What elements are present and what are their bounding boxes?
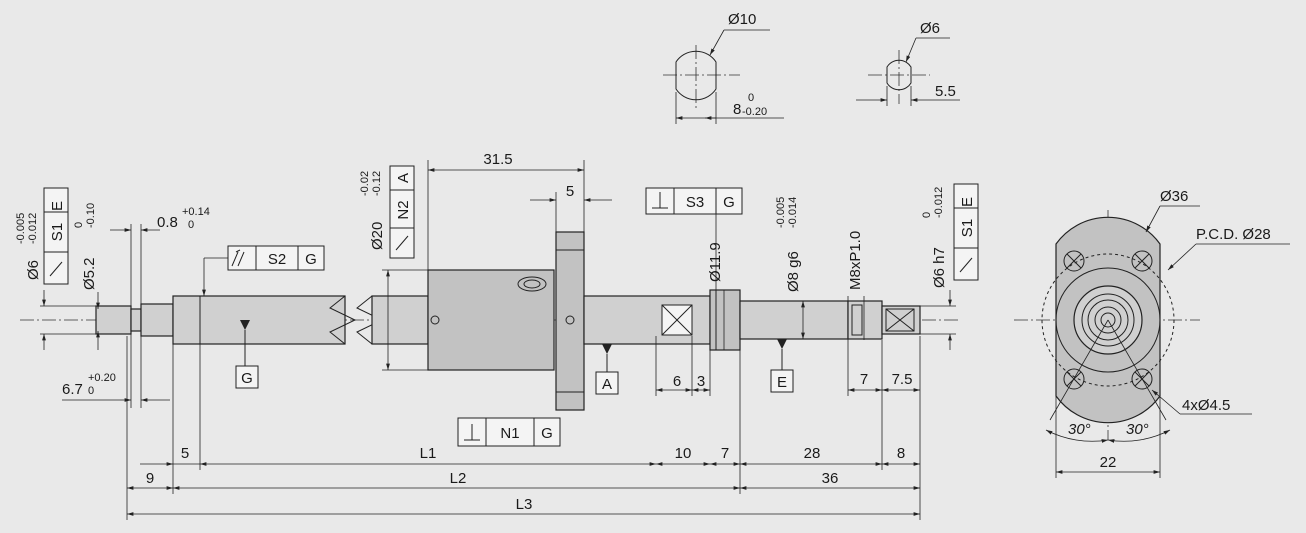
- w8-lower: -0.20: [742, 106, 767, 118]
- groove-label: 0.8: [157, 214, 178, 231]
- groove-lower: 0: [188, 219, 194, 231]
- len6-label: 6: [673, 373, 681, 390]
- w8-label: 8: [733, 101, 741, 118]
- d10-label: Ø10: [728, 11, 756, 28]
- dim-5: 5: [181, 445, 189, 462]
- d119-label: Ø11.9: [707, 242, 724, 282]
- dim-28: 28: [804, 445, 821, 462]
- right-d6-lower: -0.012: [933, 187, 945, 218]
- n1-label: N1: [500, 425, 519, 442]
- w55-label: 5.5: [935, 83, 956, 100]
- right-d6-label: Ø6 h7: [931, 247, 948, 288]
- nut-d20-lower: -0.12: [371, 171, 383, 196]
- angle-right: 30°: [1126, 421, 1149, 438]
- left-d6-lower: -0.012: [27, 213, 39, 244]
- len67-upper: +0.20: [88, 372, 116, 384]
- datum-e: E: [770, 339, 794, 393]
- flange-width: 22: [1100, 454, 1117, 471]
- flange-end-view: Ø36 P.C.D. Ø28 4xØ4.5 30° 30° 22: [1014, 188, 1290, 478]
- thread-label: M8xP1.0: [847, 231, 864, 290]
- s3-tolerance-frame: S3 G: [645, 187, 743, 290]
- w8-upper: 0: [748, 92, 754, 104]
- datum-e-label: E: [777, 374, 787, 391]
- n1-tolerance-frame: N1 G: [457, 417, 561, 447]
- nut-tol-a: A: [395, 173, 412, 183]
- flange-d36: Ø36: [1160, 188, 1188, 205]
- mounting-hole: [1063, 250, 1085, 272]
- datum-a: A: [595, 344, 619, 395]
- len67-label: 6.7: [62, 381, 83, 398]
- left-tol-e: E: [49, 201, 66, 211]
- len75-label: 7.5: [892, 371, 913, 388]
- end-view-d6: Ø6 5.5: [856, 20, 960, 106]
- dim-9: 9: [146, 470, 154, 487]
- datum-g: G: [235, 320, 259, 389]
- s3-label: S3: [686, 194, 704, 211]
- nut-d20-label: Ø20: [369, 222, 386, 250]
- flange-5: 5: [566, 183, 574, 200]
- d6-top-label: Ø6: [920, 20, 940, 37]
- nut-tol-n2: N2: [395, 200, 412, 219]
- dim-36: 36: [822, 470, 839, 487]
- left-d6-label: Ø6: [25, 260, 42, 280]
- len7-label: 7: [860, 371, 868, 388]
- n1-datum: G: [541, 425, 553, 442]
- dim-L3: L3: [516, 496, 533, 513]
- datum-a-label: A: [602, 376, 612, 393]
- s2-tolerance-frame: S2 G: [202, 245, 325, 296]
- flange-pcd: P.C.D. Ø28: [1196, 226, 1271, 243]
- d8g6-lower: -0.014: [787, 197, 799, 228]
- s2-label: S2: [268, 251, 286, 268]
- groove-upper: +0.14: [182, 206, 210, 218]
- mounting-hole: [1131, 250, 1153, 272]
- len67-lower: 0: [88, 385, 94, 397]
- right-tol-e: E: [959, 197, 976, 207]
- left-d6-upper: -0.005: [15, 213, 27, 244]
- left-tol-s1: S1: [49, 223, 66, 241]
- s2-datum: G: [305, 251, 317, 268]
- flange-holes: 4xØ4.5: [1182, 397, 1230, 414]
- len3-label: 3: [697, 373, 705, 390]
- nut-tolerance-frame: A N2: [389, 165, 415, 259]
- end-view-d10: Ø10 8 0 -0.20: [663, 11, 784, 124]
- right-tol-s1: S1: [959, 219, 976, 237]
- nut-d20-upper: -0.02: [359, 171, 371, 196]
- left-d52-upper: 0: [73, 222, 85, 228]
- left-d52-label: Ø5.2: [81, 257, 98, 290]
- dim-10: 10: [675, 445, 692, 462]
- d8g6-label: Ø8 g6: [785, 251, 802, 292]
- left-d52-lower: -0.10: [85, 203, 97, 228]
- right-d6-upper: 0: [921, 212, 933, 218]
- dim-L2: L2: [450, 470, 467, 487]
- s3-datum: G: [723, 194, 735, 211]
- datum-g-label: G: [241, 370, 253, 387]
- left-tolerance-frame: E S1: [43, 187, 69, 285]
- dim-8: 8: [897, 445, 905, 462]
- screw-shaft: [95, 231, 921, 411]
- angle-left: 30°: [1068, 421, 1091, 438]
- nut-len315: 31.5: [483, 151, 512, 168]
- dim-7: 7: [721, 445, 729, 462]
- right-tolerance-frame: E S1: [953, 183, 979, 281]
- d8g6-upper: -0.005: [775, 197, 787, 228]
- dim-L1: L1: [420, 445, 437, 462]
